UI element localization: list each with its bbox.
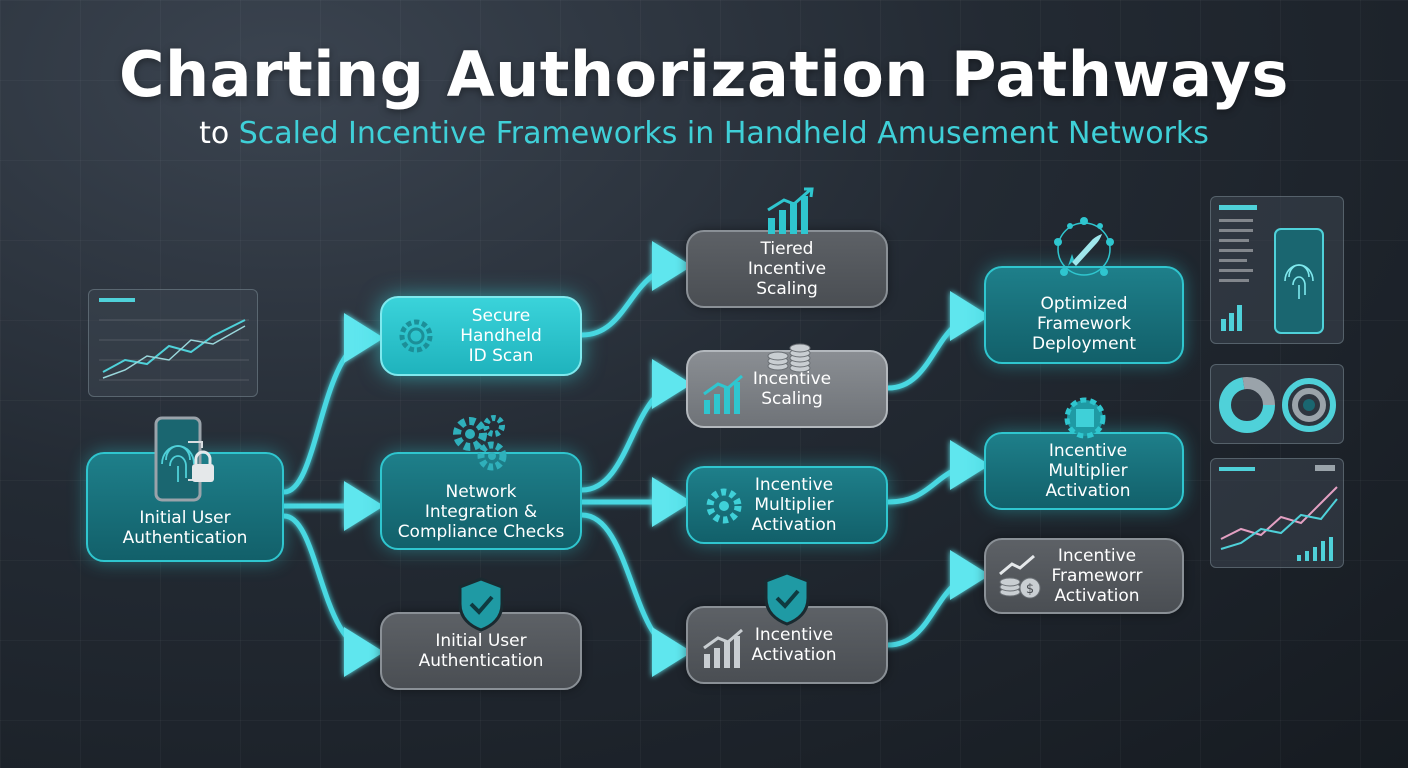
line-chart-icon: [99, 298, 249, 381]
node-framework-activation[interactable]: Incentive Frameworr Activation: [984, 538, 1184, 614]
gears-icon: [453, 415, 507, 471]
node-label: Optimized Framework Deployment: [1032, 294, 1136, 354]
coins-chart-icon: $: [999, 554, 1041, 599]
right-donut-panel: [1210, 364, 1344, 444]
coin-stack-icon: [767, 343, 811, 373]
connector-auth-to-lower-auth: [281, 513, 384, 677]
dashboard-chart-icon: [1219, 205, 1324, 334]
node-label: Incentive Multiplier Activation: [1045, 441, 1131, 501]
right-linechart-panel: [1210, 458, 1344, 568]
connector-scan-to-tiered: [579, 241, 692, 338]
node-label: Incentive Frameworr Activation: [1051, 546, 1143, 606]
donut-chart-icon: [1219, 377, 1336, 433]
node-label: Incentive Activation: [751, 625, 837, 665]
connector-auth-to-scan: [281, 313, 384, 495]
page-title: Charting Authorization Pathways: [119, 38, 1289, 111]
connector-network-to-scaling: [579, 359, 692, 493]
node-label: Secure Handheld ID Scan: [460, 306, 542, 366]
growth-bars-icon: [703, 628, 743, 668]
growth-line-icon: [1219, 465, 1338, 561]
left-chart-panel: [88, 289, 258, 397]
node-initial-auth-main[interactable]: Initial User Authentication: [86, 452, 284, 562]
rocket-network-icon: [1054, 217, 1114, 276]
connector-activation-to-framework: [885, 550, 990, 648]
node-network-checks[interactable]: Network Integration & Compliance Checks: [380, 452, 582, 550]
node-multiplier-activation-right[interactable]: Incentive Multiplier Activation: [984, 432, 1184, 510]
shield-check-icon: [764, 571, 810, 626]
page-subtitle: to Scaled Incentive Frameworks in Handhe…: [0, 116, 1408, 151]
puzzle-gear-icon: [1064, 397, 1106, 439]
subtitle-rest: Scaled Incentive Frameworks in Handheld …: [238, 116, 1209, 151]
subtitle-lead: to: [199, 116, 230, 151]
connector-network-to-activation: [579, 512, 692, 677]
fingerprint-lock-phone-icon: [154, 416, 214, 502]
gear-icon: [399, 319, 433, 353]
node-label: Initial User Authentication: [418, 631, 544, 671]
node-tiered-scaling[interactable]: Tiered Incentive Scaling: [686, 230, 888, 308]
node-secure-scan[interactable]: Secure Handheld ID Scan: [380, 296, 582, 376]
svg-text:$: $: [1026, 582, 1034, 597]
connector-multiplier-to-right: [885, 440, 990, 505]
node-label: Incentive Scaling: [752, 369, 832, 409]
node-optimized-deployment[interactable]: Optimized Framework Deployment: [984, 266, 1184, 364]
gear-icon: [706, 488, 742, 524]
node-label: Network Integration & Compliance Checks: [397, 482, 565, 542]
node-label: Initial User Authentication: [122, 508, 248, 548]
growth-bars-icon: [703, 374, 743, 414]
node-label: Tiered Incentive Scaling: [747, 239, 827, 299]
growth-chart-icon: [767, 187, 814, 234]
shield-check-icon: [458, 577, 504, 632]
connector-scaling-to-deployment: [885, 291, 990, 391]
right-dashboard-panel: [1210, 196, 1344, 344]
node-label: Incentive Multiplier Activation: [751, 475, 837, 535]
node-incentive-activation[interactable]: Incentive Activation: [686, 606, 888, 684]
